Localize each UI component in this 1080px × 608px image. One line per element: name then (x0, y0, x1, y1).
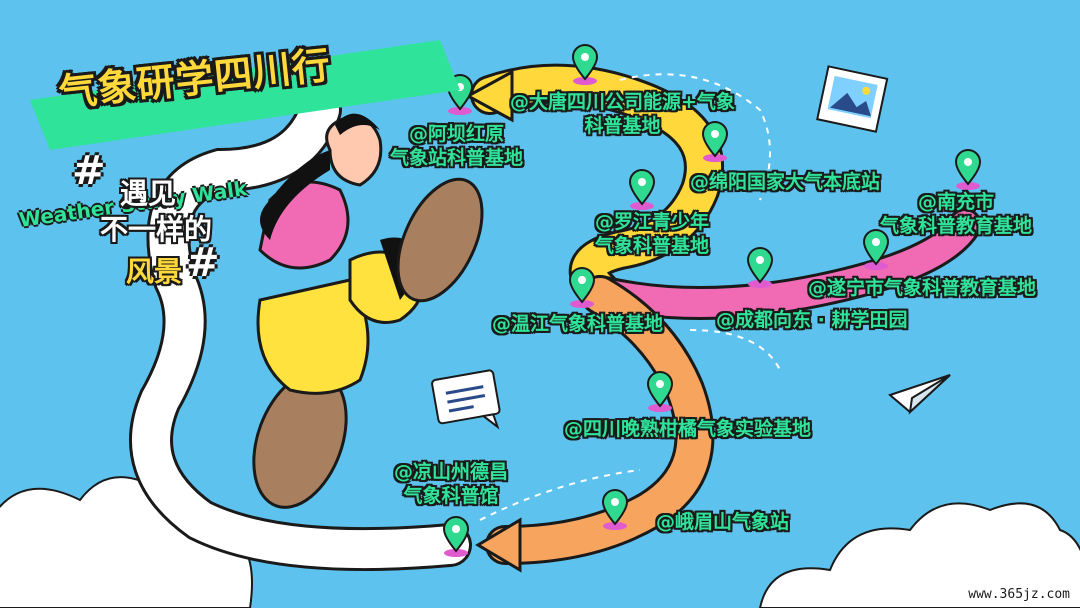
slogan-line3: 风景 (126, 255, 183, 288)
paper-plane-icon (888, 374, 951, 415)
stop-line: 气象站科普基地 (390, 147, 524, 169)
cloud-bottom-right (758, 502, 1080, 608)
stop-line: 气象科普基地 (595, 235, 710, 257)
stop-line: @四川晚熟柑橘气象实验基地 (564, 418, 812, 440)
location-pin-icon[interactable] (568, 267, 596, 308)
location-pin-icon[interactable] (862, 229, 890, 270)
stop-label-mianyang[interactable]: @绵阳国家大气本底站 (690, 170, 880, 194)
stop-label-wenjiang[interactable]: @温江气象科普基地 (492, 312, 663, 336)
stop-line: 气象科普馆 (403, 485, 499, 507)
location-pins (442, 44, 982, 557)
title-ribbon (30, 40, 460, 150)
orange-route-arrowhead (475, 517, 522, 573)
chat-bubble-icon (431, 369, 501, 430)
photo-icon (816, 65, 889, 133)
stop-line: @遂宁市气象科普教育基地 (808, 277, 1037, 299)
stop-label-liangshan[interactable]: @凉山州德昌 气象科普馆 (394, 460, 508, 508)
stop-line: @大唐四川公司能源+气象 (510, 91, 735, 113)
stop-label-nanchong[interactable]: @南充市 气象科普教育基地 (880, 190, 1032, 238)
hash-right: # (186, 240, 220, 286)
slogan-line1: 遇见 (120, 177, 177, 210)
location-pin-icon[interactable] (954, 149, 982, 190)
stop-label-emei[interactable]: @峨眉山气象站 (656, 510, 789, 534)
watermark: www.365jz.com (968, 587, 1070, 602)
stop-line: @阿坝红原 (409, 123, 505, 145)
right-shoe-sole (396, 177, 484, 303)
woman-figure (252, 113, 484, 509)
stop-line: @温江气象科普基地 (492, 313, 664, 335)
stop-label-sichuan[interactable]: @四川晚熟柑橘气象实验基地 (564, 417, 811, 441)
stop-line: @峨眉山气象站 (656, 511, 790, 533)
stop-line: @罗江青少年 (595, 211, 710, 233)
stop-label-aba[interactable]: @阿坝红原 气象站科普基地 (390, 122, 523, 170)
location-pin-icon[interactable] (571, 44, 599, 85)
yellow-route-fill (473, 66, 721, 307)
location-pin-icon[interactable] (746, 247, 774, 288)
pink-route-fill (586, 211, 979, 318)
slogan-line2: 不一样的 (100, 213, 213, 246)
stop-line: 科普基地 (584, 115, 661, 137)
yellow-route-arrowhead (464, 69, 514, 123)
stop-label-datang[interactable]: @大唐四川公司能源+气象 科普基地 (510, 90, 735, 138)
location-pin-icon[interactable] (646, 371, 674, 412)
stop-line: @绵阳国家大气本底站 (690, 171, 881, 193)
orange-route-fill (488, 278, 712, 562)
stop-line: @南充市 (918, 191, 995, 213)
location-pin-icon[interactable] (701, 121, 729, 162)
stop-line: 气象科普教育基地 (880, 215, 1033, 237)
dashed-guides (479, 73, 781, 521)
stop-line: @成都向东 · 耕学田园 (716, 309, 908, 331)
location-pin-icon[interactable] (601, 489, 629, 530)
stop-line: @凉山州德昌 (394, 461, 509, 483)
location-pin-icon[interactable] (442, 516, 470, 557)
stop-label-luojiang[interactable]: @罗江青少年 气象科普基地 (595, 210, 709, 258)
stop-label-chengdu[interactable]: @成都向东 · 耕学田园 (716, 308, 907, 332)
location-pin-icon[interactable] (628, 169, 656, 210)
white-swirl-fill (132, 91, 469, 569)
stop-label-suining[interactable]: @遂宁市气象科普教育基地 (808, 276, 1036, 300)
hash-left: # (72, 148, 106, 194)
